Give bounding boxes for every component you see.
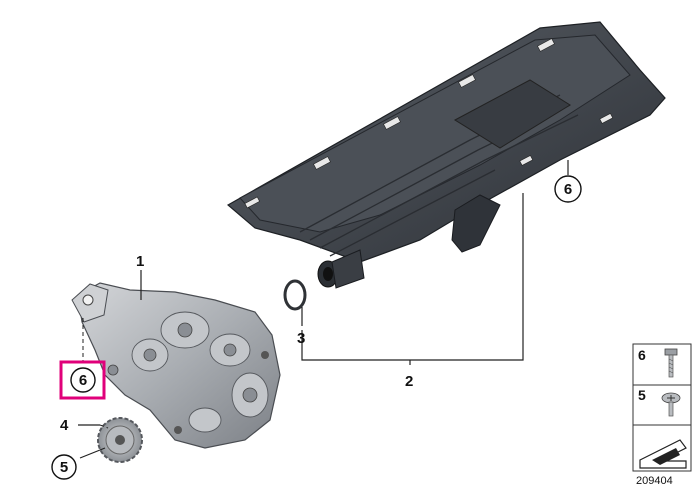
callout-6-pan: 6 bbox=[564, 181, 572, 198]
sprocket-part bbox=[97, 417, 143, 463]
fastener-legend: 6 5 bbox=[632, 343, 692, 472]
callout-1: 1 bbox=[136, 253, 144, 270]
callout-5-circle: 5 bbox=[51, 454, 77, 480]
oil-deflector-part bbox=[226, 21, 666, 289]
callout-3: 3 bbox=[297, 330, 305, 347]
bolt-icon bbox=[664, 348, 678, 378]
oil-pump-part bbox=[71, 282, 281, 449]
arrow-symbol-icon bbox=[639, 439, 687, 469]
callout-6-highlighted: 6 bbox=[59, 360, 106, 400]
callout-6-pan-circle: 6 bbox=[554, 175, 582, 203]
screw-icon bbox=[661, 392, 681, 417]
callout-5: 5 bbox=[60, 459, 68, 476]
callout-6-pump: 6 bbox=[79, 372, 87, 389]
o-ring-part bbox=[283, 279, 307, 311]
legend-label-6: 6 bbox=[638, 347, 646, 363]
callout-lines bbox=[78, 160, 569, 459]
callout-2: 2 bbox=[405, 373, 413, 390]
callout-4: 4 bbox=[60, 417, 69, 434]
reference-number: 209404 bbox=[636, 475, 673, 487]
legend-label-5: 5 bbox=[638, 387, 646, 403]
